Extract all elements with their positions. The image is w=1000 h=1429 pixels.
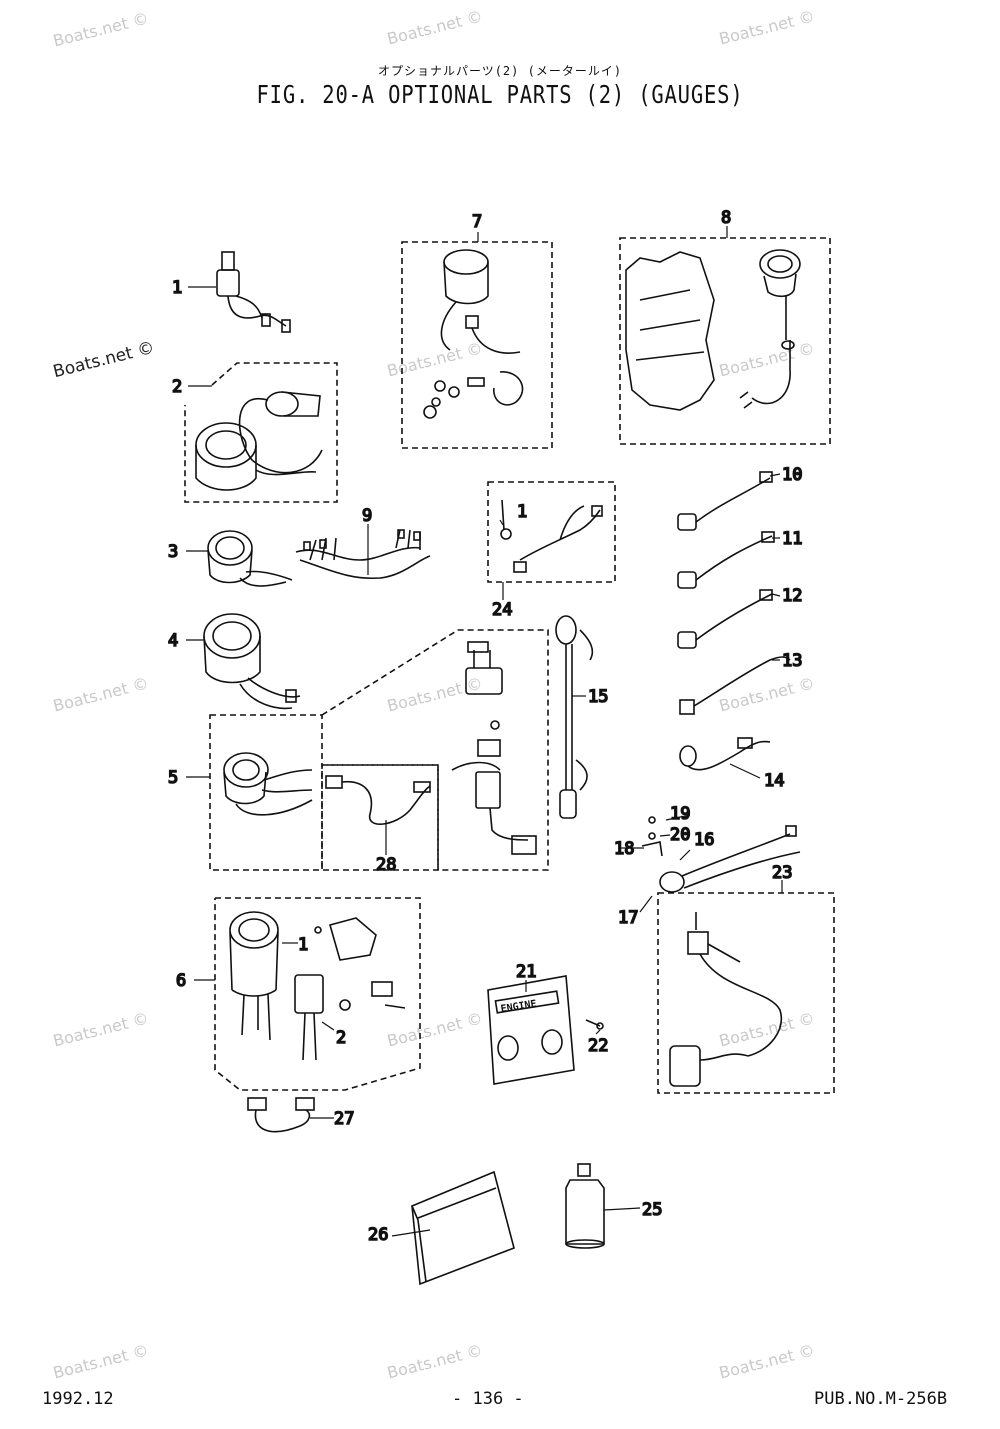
callout-16: 16 — [694, 830, 714, 850]
part-tachometer — [203, 613, 301, 710]
callout-1-sub: 1 — [517, 502, 527, 522]
part-harness-9 — [295, 529, 431, 580]
callout-10: 10 — [782, 465, 802, 485]
part-spray-can-25 — [565, 1163, 605, 1249]
callout-17: 17 — [618, 908, 638, 928]
callout-1-sub: 1 — [298, 935, 308, 955]
part-harness-27 — [247, 1097, 315, 1133]
part-sensor-16 — [641, 816, 801, 893]
leader-lines — [186, 226, 783, 1237]
footer-date: 1992.12 — [42, 1389, 114, 1409]
callout-4: 4 — [168, 631, 178, 651]
part-switch-assembly — [451, 641, 537, 855]
part-lead-28 — [325, 775, 431, 825]
callout-22: 22 — [588, 1036, 608, 1056]
part-screw-22 — [585, 1019, 604, 1030]
callout-23: 23 — [772, 863, 792, 883]
group-box-8 — [619, 237, 831, 445]
callout-27: 27 — [334, 1109, 354, 1129]
group-box-23 — [657, 892, 835, 1094]
part-manual-26 — [411, 1170, 515, 1286]
callouts: 1 2 3 4 5 6 7 8 9 10 11 12 13 14 15 16 1… — [167, 207, 803, 1246]
part-harness-13 — [679, 656, 791, 715]
part-sender-10 — [677, 471, 773, 531]
group-box-7 — [401, 241, 553, 449]
part-gauge-kit-7 — [423, 249, 524, 419]
figure-title: FIG. 20-A OPTIONAL PARTS (2) (GAUGES) — [256, 80, 744, 109]
part-gauge-5 — [223, 752, 313, 816]
callout-20: 20 — [670, 825, 690, 845]
callout-3: 3 — [168, 542, 178, 562]
callout-11: 11 — [782, 529, 802, 549]
part-key-switch — [216, 251, 291, 333]
group-box-2 — [184, 362, 338, 503]
callout-2: 2 — [172, 377, 182, 397]
callout-1: 1 — [172, 278, 182, 298]
page-number: - 136 - — [452, 1389, 524, 1409]
callout-26: 26 — [368, 1225, 388, 1245]
part-sensor-14 — [679, 737, 771, 771]
group-box-6 — [214, 897, 421, 1091]
part-speedometer — [195, 391, 323, 491]
callout-25: 25 — [642, 1200, 662, 1220]
callout-7: 7 — [472, 212, 482, 232]
group-box-5-upper — [321, 629, 549, 871]
part-cable-15 — [555, 615, 594, 819]
callout-13: 13 — [782, 651, 802, 671]
part-engine-sender-8 — [625, 249, 801, 411]
callout-2-sub: 2 — [336, 1028, 346, 1048]
callout-9: 9 — [362, 506, 372, 526]
figure-subtitle-japanese: オプショナルパーツ(2) (メータールイ) — [377, 64, 623, 78]
part-sender-23 — [669, 912, 783, 1087]
callout-15: 15 — [588, 687, 608, 707]
part-gauge-3 — [207, 530, 293, 587]
part-plate-21: ENGINE — [487, 975, 575, 1085]
group-outlines — [184, 237, 835, 1094]
callout-21: 21 — [516, 962, 536, 982]
group-box-24 — [487, 481, 616, 583]
part-sender-11 — [677, 531, 775, 589]
part-sensor-24 — [500, 499, 603, 573]
callout-18: 18 — [614, 839, 634, 859]
callout-24: 24 — [492, 600, 512, 620]
part-sender-12 — [677, 589, 773, 649]
plate-label: ENGINE — [500, 999, 537, 1016]
part-gauge-6 — [229, 911, 406, 1061]
callout-28: 28 — [376, 855, 396, 875]
callout-6: 6 — [176, 971, 186, 991]
callout-19: 19 — [670, 804, 690, 824]
group-box-5 — [209, 714, 323, 871]
callout-12: 12 — [782, 586, 802, 606]
publication-number: PUB.NO.M-256B — [814, 1389, 948, 1409]
callout-5: 5 — [168, 768, 178, 788]
callout-8: 8 — [721, 208, 731, 228]
callout-14: 14 — [764, 771, 784, 791]
